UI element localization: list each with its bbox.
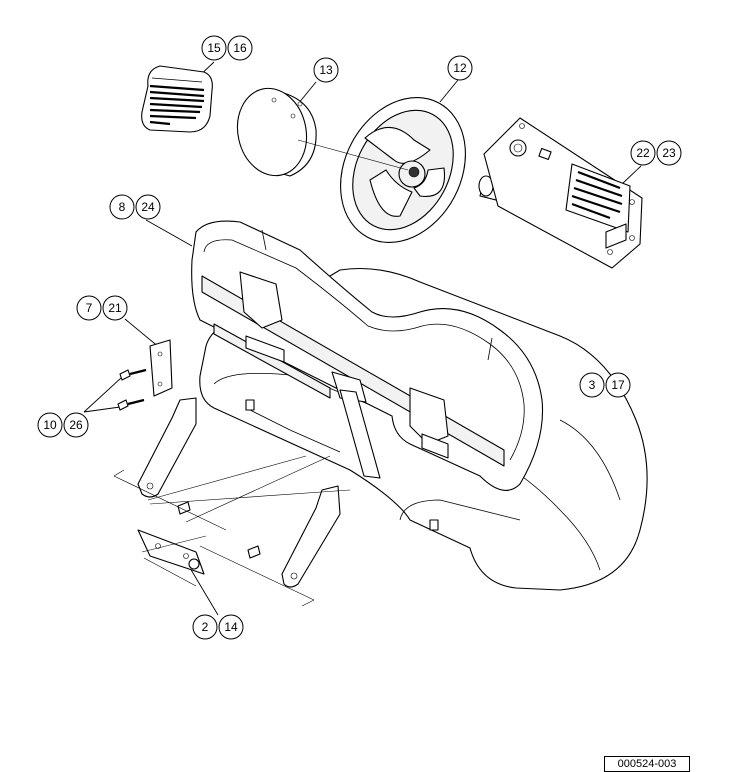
callout-3: 3 — [579, 372, 605, 398]
warning-decal — [141, 65, 213, 133]
assembly-lines — [113, 455, 351, 607]
callout-21-label: 21 — [108, 301, 122, 315]
bolts — [117, 368, 147, 411]
callout-7: 7 — [76, 295, 102, 321]
callout-21: 21 — [102, 295, 128, 321]
callout-24: 24 — [135, 194, 161, 220]
callout-13: 13 — [313, 57, 339, 83]
hinge-bracket — [137, 529, 205, 575]
callout-2: 2 — [192, 614, 218, 640]
callout-10: 10 — [37, 412, 63, 438]
callout-12-label: 12 — [453, 61, 467, 75]
callout-14: 14 — [218, 614, 244, 640]
callout-23: 23 — [656, 140, 682, 166]
bracket-plate — [149, 339, 173, 397]
callout-23-label: 23 — [662, 146, 676, 160]
callout-16: 16 — [227, 35, 253, 61]
callout-15-label: 15 — [207, 41, 221, 55]
callout-26-label: 26 — [69, 418, 83, 432]
callout-17: 17 — [605, 372, 631, 398]
callout-17-label: 17 — [611, 378, 625, 392]
callout-14-label: 14 — [224, 620, 238, 634]
callout-10-label: 10 — [43, 418, 57, 432]
seat-back-frame — [201, 271, 505, 479]
callout-8: 8 — [109, 194, 135, 220]
figure-code: 000524-003 — [604, 756, 690, 772]
callout-2-label: 2 — [202, 620, 209, 634]
horn-cap — [236, 87, 317, 177]
callout-15: 15 — [201, 35, 227, 61]
callout-24-label: 24 — [141, 200, 155, 214]
callout-12: 12 — [447, 55, 473, 81]
small-bolts — [177, 501, 261, 559]
dash-plate — [483, 117, 643, 269]
support-arm-left — [137, 397, 197, 498]
callout-13-label: 13 — [319, 63, 333, 77]
support-arm-right — [281, 485, 341, 588]
callout-22-label: 22 — [636, 146, 650, 160]
callout-7-label: 7 — [86, 301, 93, 315]
callout-8-label: 8 — [119, 200, 126, 214]
callout-3-label: 3 — [589, 378, 596, 392]
callout-26: 26 — [63, 412, 89, 438]
steering-wheel — [297, 97, 466, 243]
callout-22: 22 — [630, 140, 656, 166]
callout-16-label: 16 — [233, 41, 247, 55]
